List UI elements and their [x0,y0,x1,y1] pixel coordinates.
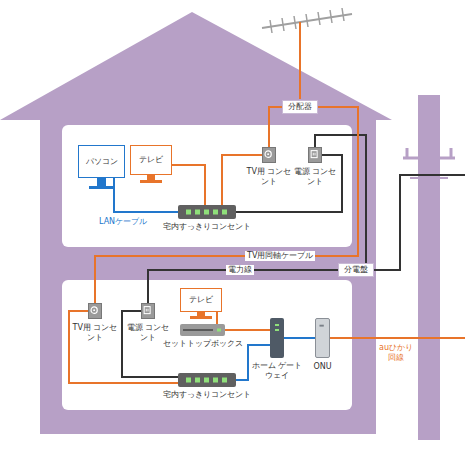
lower-room [62,280,352,410]
plc-hub: 宅内すっきりコンセント [178,373,236,387]
utility-pole [418,95,440,440]
monitor-stand [97,178,106,186]
pole-crossarm [403,157,455,160]
device-symbol [263,148,275,162]
node-label: 分電盤 [344,265,368,275]
tv-outlet: TV用 コンセント [262,147,276,163]
device-symbol [180,324,225,336]
plc-hub: 宅内すっきりコンセント [178,205,236,219]
breaker-panel: 分電盤 [338,263,374,277]
device-label: ホーム ゲートウェイ [249,361,305,381]
device-label: TV用 コンセント [72,323,118,343]
node-label: テレビ [189,295,213,305]
pole-crossarm [410,177,448,179]
tv-stand [197,312,205,316]
tv-box: テレビ [130,145,172,175]
antenna-mast [299,22,301,99]
power-outlet: 電源 コンセント [141,303,155,319]
cable-label: 電力線 [226,265,254,275]
tv-stand [147,175,155,180]
cable-line [269,107,282,147]
line-label: auひかり 回線 [374,343,418,363]
monitor-stand [89,186,114,189]
pole-crossarm [450,148,453,158]
device-label: セットトップボックス [153,339,253,349]
cable-label: LANケーブル [97,217,149,227]
cable-line [284,337,315,339]
cable-line [236,155,342,212]
device-symbol [142,304,154,318]
house [0,12,392,434]
device-label: 宅内すっきりコンセント [157,222,257,232]
device-label: 宅内すっきりコンセント [157,390,257,400]
device-symbol [178,373,236,387]
onu-device: ONU [315,318,330,358]
device-symbol [89,304,101,318]
node-label: テレビ [139,155,163,165]
antenna [262,8,352,33]
fiber-line [330,337,465,339]
cable-line [216,312,218,324]
device-label: ONU [308,362,338,372]
cable-label: TV用同軸ケーブル [245,251,315,261]
power-outlet: 電源 コンセント [308,147,322,163]
set-top-box: セットトップボックス [180,324,225,336]
device-symbol [316,319,329,357]
upper-room [62,125,352,247]
node-label: パソコン [86,157,118,167]
node-label: 分配器 [288,102,312,112]
tv-stand [190,316,212,319]
device-symbol [309,148,321,162]
device-label: TV用 コンセント [246,167,292,187]
device-symbol [270,318,284,358]
cable-line [225,329,270,331]
home-gateway: ホーム ゲートウェイ [270,318,284,358]
cable-line [95,107,358,303]
device-label: 電源 コンセント [292,167,338,187]
cable-line [172,165,205,205]
tv-outlet: TV用 コンセント [88,303,102,319]
cable-line [222,155,262,205]
cable-line [69,311,178,383]
pole-crossarm [406,148,409,158]
tv-stand [140,180,162,183]
tv-box: テレビ [180,288,222,312]
device-symbol [178,205,236,219]
service-wire [374,175,465,270]
splitter: 分配器 [282,100,318,114]
cable-line [114,178,178,212]
pc-monitor: パソコン [78,145,125,178]
